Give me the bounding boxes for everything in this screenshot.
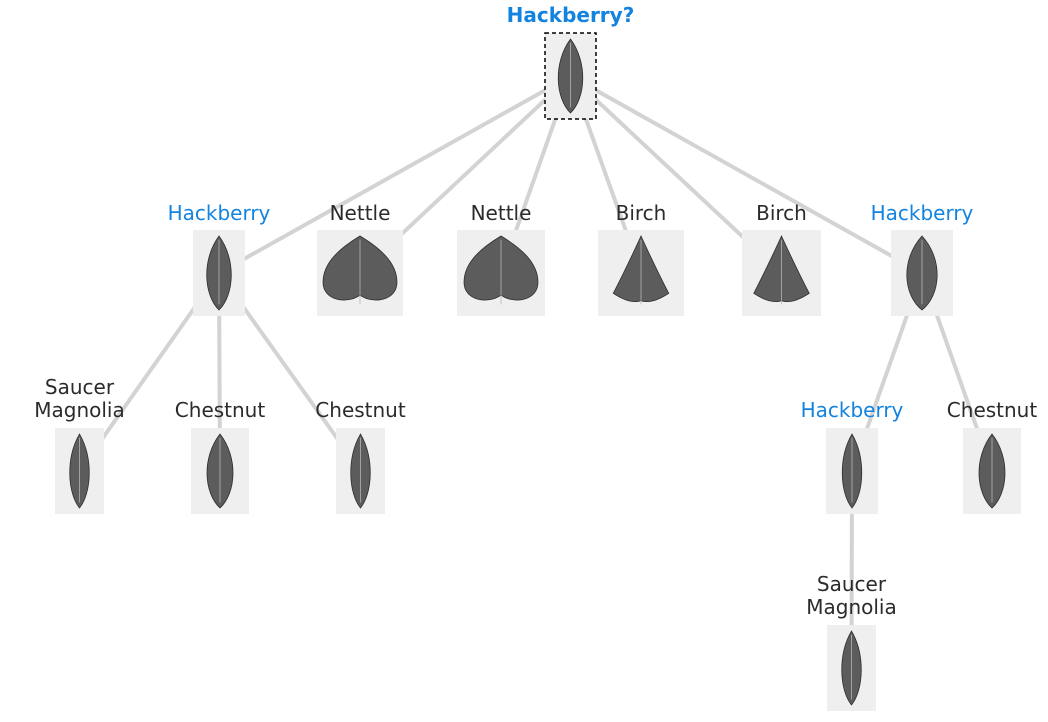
node-label-line: Magnolia bbox=[34, 398, 125, 422]
node-label-line: Saucer bbox=[817, 572, 887, 596]
node-label-line: Chestnut bbox=[315, 398, 406, 422]
node-label-line: Birch bbox=[616, 201, 667, 225]
node-label-line: Chestnut bbox=[947, 398, 1038, 422]
tree-node[interactable]: Hackberry bbox=[168, 201, 271, 316]
tree-node[interactable]: Hackberry bbox=[871, 201, 974, 316]
node-label: Hackberry bbox=[168, 201, 271, 225]
node-label-line: Hackberry bbox=[801, 398, 904, 422]
tree-node[interactable]: Nettle bbox=[317, 201, 403, 316]
node-label: Chestnut bbox=[315, 398, 406, 422]
node-label: Hackberry bbox=[871, 201, 974, 225]
tree-node[interactable]: Chestnut bbox=[315, 398, 406, 514]
tree-node[interactable]: Hackberry bbox=[801, 398, 904, 514]
node-label: Chestnut bbox=[175, 398, 266, 422]
node-label: Birch bbox=[616, 201, 667, 225]
node-label: Chestnut bbox=[947, 398, 1038, 422]
node-label: Birch bbox=[756, 201, 807, 225]
node-label-line: Hackberry bbox=[871, 201, 974, 225]
node-label-line: Chestnut bbox=[175, 398, 266, 422]
node-label-line: Saucer bbox=[45, 375, 115, 399]
node-label: Hackberry bbox=[801, 398, 904, 422]
node-label-line: Hackberry bbox=[168, 201, 271, 225]
root-node[interactable]: Hackberry? bbox=[507, 3, 635, 120]
query-label: Hackberry? bbox=[507, 3, 635, 27]
node-label-line: Nettle bbox=[471, 201, 532, 225]
node-label-line: Hackberry? bbox=[507, 3, 635, 27]
query-selection-box bbox=[544, 32, 597, 120]
node-label-line: Magnolia bbox=[806, 595, 897, 619]
node-label-line: Birch bbox=[756, 201, 807, 225]
tree-edge bbox=[217, 74, 573, 275]
tree-node[interactable]: Nettle bbox=[457, 201, 545, 316]
node-label: Nettle bbox=[330, 201, 391, 225]
tree-edge bbox=[568, 74, 924, 275]
node-label: Nettle bbox=[471, 201, 532, 225]
tree-node[interactable]: Chestnut bbox=[175, 398, 266, 514]
node-label-line: Nettle bbox=[330, 201, 391, 225]
tree-node[interactable]: Birch bbox=[598, 201, 684, 316]
tree-node[interactable]: Birch bbox=[742, 201, 821, 316]
tree-node[interactable]: Chestnut bbox=[947, 398, 1038, 514]
